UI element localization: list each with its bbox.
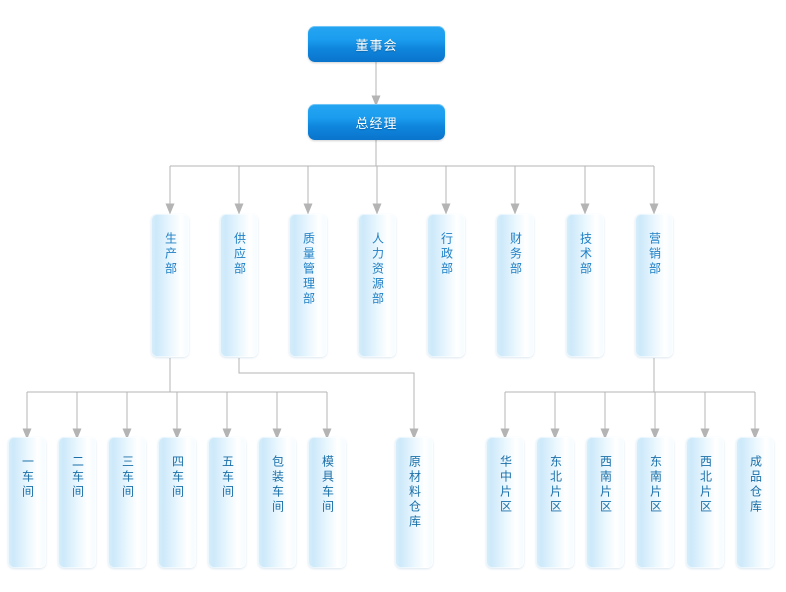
node-dept-admin-label: 行政部 (439, 232, 454, 277)
node-region-huazhong-label: 华中片区 (498, 455, 513, 515)
node-finished-goods-warehouse-label: 成品仓库 (748, 455, 763, 515)
node-dept-tech-label: 技术部 (578, 232, 593, 277)
node-workshop-5[interactable]: 五车间 (208, 437, 246, 568)
node-region-xinan[interactable]: 西南片区 (586, 437, 624, 568)
node-workshop-3-label: 三车间 (120, 455, 135, 500)
node-region-xinan-label: 西南片区 (598, 455, 613, 515)
edge-supply-to-raw-warehouse (238, 358, 419, 440)
node-finished-goods-warehouse[interactable]: 成品仓库 (736, 437, 774, 568)
node-region-dongnan-label: 东南片区 (648, 455, 663, 515)
node-workshop-4-label: 四车间 (170, 455, 185, 500)
node-region-dongbei[interactable]: 东北片区 (536, 437, 574, 568)
node-workshop-1[interactable]: 一车间 (8, 437, 46, 568)
node-workshop-1-label: 一车间 (20, 455, 35, 500)
node-dept-hr-label: 人力资源部 (370, 232, 385, 307)
node-workshop-3[interactable]: 三车间 (108, 437, 146, 568)
node-workshop-packaging-label: 包装车间 (270, 455, 285, 515)
node-raw-material-warehouse[interactable]: 原材料仓库 (395, 437, 433, 568)
node-workshop-4[interactable]: 四车间 (158, 437, 196, 568)
node-region-xibei-label: 西北片区 (698, 455, 713, 515)
node-dept-production[interactable]: 生产部 (151, 214, 189, 357)
node-dept-tech[interactable]: 技术部 (566, 214, 604, 357)
node-region-huazhong[interactable]: 华中片区 (486, 437, 524, 568)
node-board[interactable]: 董事会 (308, 26, 445, 62)
node-workshop-2-label: 二车间 (70, 455, 85, 500)
node-dept-finance[interactable]: 财务部 (496, 214, 534, 357)
node-general-manager-label: 总经理 (355, 116, 398, 132)
node-workshop-packaging[interactable]: 包装车间 (258, 437, 296, 568)
node-region-xibei[interactable]: 西北片区 (686, 437, 724, 568)
node-dept-supply-label: 供应部 (232, 232, 247, 277)
node-workshop-5-label: 五车间 (220, 455, 235, 500)
node-dept-admin[interactable]: 行政部 (427, 214, 465, 357)
node-dept-supply[interactable]: 供应部 (220, 214, 258, 357)
node-dept-marketing-label: 营销部 (647, 232, 662, 277)
node-dept-hr[interactable]: 人力资源部 (358, 214, 396, 357)
node-workshop-mold-label: 模具车间 (320, 455, 335, 515)
node-dept-finance-label: 财务部 (508, 232, 523, 277)
node-dept-quality-label: 质量管理部 (301, 232, 316, 307)
node-board-label: 董事会 (355, 38, 398, 54)
node-general-manager[interactable]: 总经理 (308, 104, 445, 140)
node-workshop-2[interactable]: 二车间 (58, 437, 96, 568)
node-raw-material-warehouse-label: 原材料仓库 (407, 455, 422, 530)
node-region-dongbei-label: 东北片区 (548, 455, 563, 515)
node-dept-production-label: 生产部 (163, 232, 178, 277)
node-region-dongnan[interactable]: 东南片区 (636, 437, 674, 568)
node-dept-marketing[interactable]: 营销部 (635, 214, 673, 357)
node-workshop-mold[interactable]: 模具车间 (308, 437, 346, 568)
node-dept-quality[interactable]: 质量管理部 (289, 214, 327, 357)
